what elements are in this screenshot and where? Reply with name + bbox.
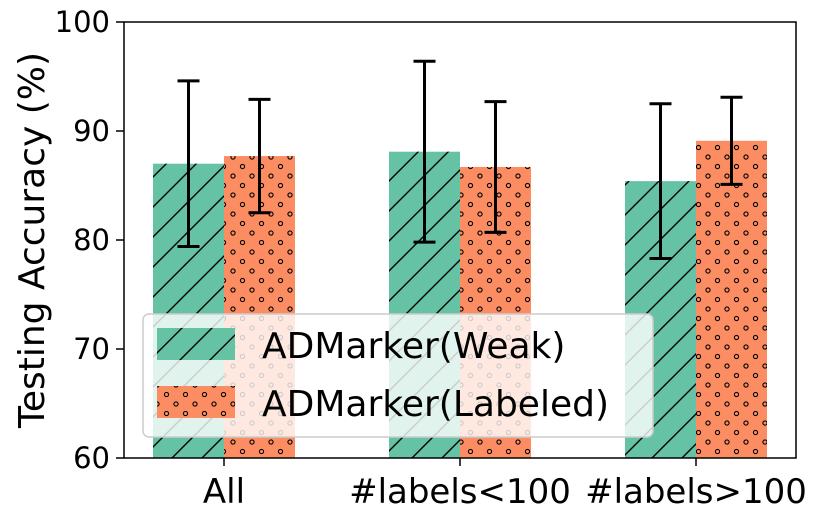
y-axis: 60 70 80 90 100 <box>55 5 124 475</box>
x-tick-label: All <box>203 472 245 512</box>
y-tick-label: 100 <box>55 5 110 39</box>
y-tick-label: 80 <box>73 223 110 257</box>
legend-label-weak: ADMarker(Weak) <box>262 326 565 367</box>
y-tick-label: 90 <box>73 114 110 148</box>
legend: ADMarker(Weak) ADMarker(Labeled) <box>142 313 654 438</box>
legend-swatch-weak-hatch <box>157 328 235 360</box>
legend-label-labeled: ADMarker(Labeled) <box>262 384 609 425</box>
legend-swatch-labeled-hatch <box>157 386 235 418</box>
legend-box <box>142 313 654 438</box>
y-tick-label: 60 <box>73 441 110 475</box>
x-tick-label: #labels<100 <box>349 472 571 512</box>
x-tick-label: #labels>100 <box>585 472 807 512</box>
x-axis: All #labels<100 #labels>100 <box>203 458 807 512</box>
y-axis-title: Testing Accuracy (%) <box>12 52 53 429</box>
bar-hatch <box>696 140 767 458</box>
y-tick-label: 70 <box>73 332 110 366</box>
